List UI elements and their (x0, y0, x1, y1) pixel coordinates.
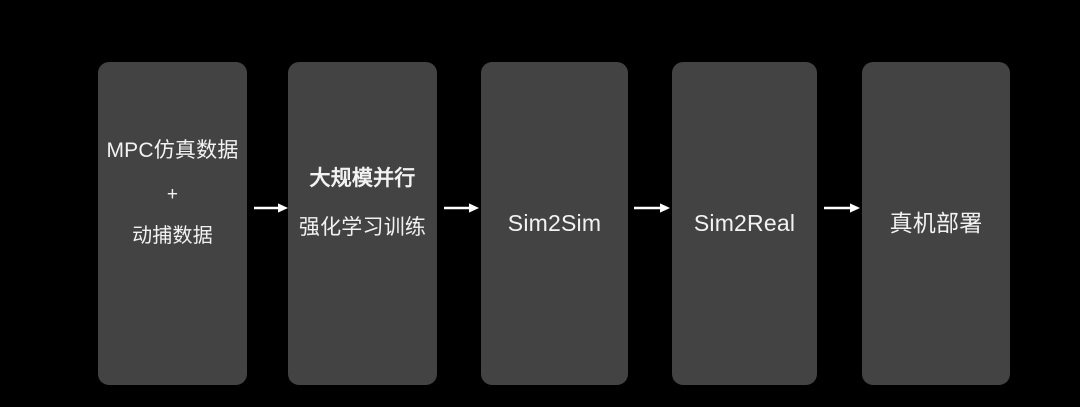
arrow-right-icon (824, 203, 860, 213)
arrow-right-icon (634, 203, 670, 213)
stage-label-line: 真机部署 (889, 210, 983, 236)
stage-label-line: MPC仿真数据 (106, 139, 239, 162)
stage-box-sim2real[interactable]: Sim2Real (672, 62, 817, 385)
stage-label-line: 动捕数据 (132, 225, 213, 247)
stage-label-line: 强化学习训练 (298, 216, 427, 239)
stage-label-plus: + (166, 184, 179, 205)
arrow-right-icon (254, 203, 288, 213)
stage-box-large-scale-parallel-rl[interactable]: 大规模并行 强化学习训练 (288, 62, 437, 385)
stage-box-mpc-sim-data[interactable]: MPC仿真数据 + 动捕数据 (98, 62, 247, 385)
arrow-right-icon (444, 203, 479, 213)
stage-box-sim2sim[interactable]: Sim2Sim (481, 62, 628, 385)
stage-label-line: 大规模并行 (309, 167, 416, 190)
stage-label-line: Sim2Sim (507, 210, 602, 236)
stage-box-real-robot-deployment[interactable]: 真机部署 (862, 62, 1010, 385)
stage-label-line: Sim2Real (693, 210, 796, 236)
